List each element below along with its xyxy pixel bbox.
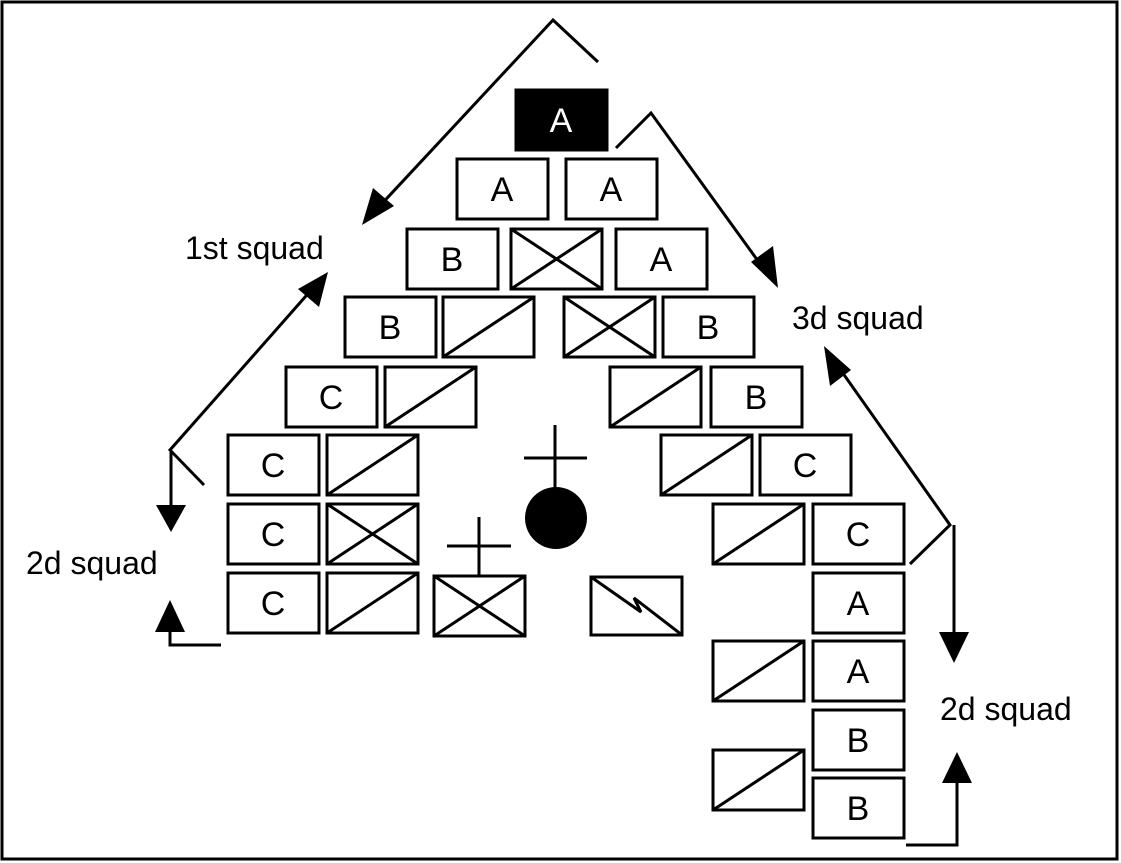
box-letter: B — [379, 309, 402, 347]
arrow-1st-squad — [362, 17, 600, 225]
slashed-box — [325, 571, 420, 635]
slashed-box — [659, 433, 754, 497]
box-letter: B — [847, 790, 870, 828]
box-letter: A — [847, 585, 870, 623]
arrow-2d-to-1st-left — [167, 272, 328, 487]
slashed-box — [383, 365, 478, 429]
box-a: A — [564, 157, 659, 221]
leader-crossed-box — [432, 517, 527, 638]
label-3d-squad: 3d squad — [792, 300, 924, 336]
box-a: A — [614, 227, 709, 291]
box-a: A — [455, 157, 550, 221]
box-b: B — [811, 708, 906, 772]
slashed-box — [441, 295, 536, 359]
box-c: C — [226, 571, 321, 635]
box-letter: B — [441, 241, 464, 279]
slashed-box — [325, 433, 420, 497]
box-letter: A — [847, 653, 870, 691]
arrow-down-2d-left — [156, 452, 186, 532]
crossed-box — [562, 295, 657, 359]
arrow-down-2d-right — [939, 525, 969, 663]
lead-letter: A — [550, 102, 573, 140]
box-c: C — [284, 365, 379, 429]
arrow-up-2d-left — [155, 600, 221, 647]
box-letter: C — [261, 516, 286, 554]
box-letter: C — [846, 516, 871, 554]
box-letter: B — [745, 379, 768, 417]
box-b: B — [343, 295, 438, 359]
box-letter: B — [697, 309, 720, 347]
label-2d-squad-right: 2d squad — [940, 691, 1072, 727]
box-a: A — [811, 639, 906, 703]
box-letter: C — [319, 379, 344, 417]
crossed-box — [509, 227, 604, 291]
circle-symbol — [524, 425, 587, 549]
slashed-box — [711, 502, 806, 566]
label-1st-squad: 1st squad — [185, 230, 324, 266]
box-c: C — [811, 502, 906, 566]
zigzag-box — [589, 575, 684, 637]
box-letter: C — [261, 585, 286, 623]
crossed-box — [325, 502, 420, 566]
box-b: B — [811, 776, 906, 840]
arrow-2d-to-3d-right — [824, 346, 952, 566]
box-b: B — [709, 365, 804, 429]
arrow-up-2d-right — [906, 752, 972, 847]
slashed-box — [711, 639, 806, 703]
zigzag-symbol — [590, 575, 683, 637]
box-letter: A — [600, 171, 623, 209]
slashed-box — [711, 748, 806, 812]
box-letter: A — [650, 241, 673, 279]
box-c: C — [226, 502, 321, 566]
box-c: C — [758, 433, 853, 497]
box-b: B — [661, 295, 756, 359]
slashed-box — [608, 365, 703, 429]
box-letter: C — [261, 447, 286, 485]
box-letter: C — [793, 447, 818, 485]
box-letter: A — [491, 171, 514, 209]
box-b: B — [405, 227, 500, 291]
label-2d-squad-left: 2d squad — [26, 545, 158, 581]
box-letter: B — [847, 722, 870, 760]
arrow-3d-squad — [614, 110, 778, 288]
box-c: C — [226, 433, 321, 497]
lead-box: A — [514, 88, 609, 152]
box-a: A — [811, 571, 906, 635]
